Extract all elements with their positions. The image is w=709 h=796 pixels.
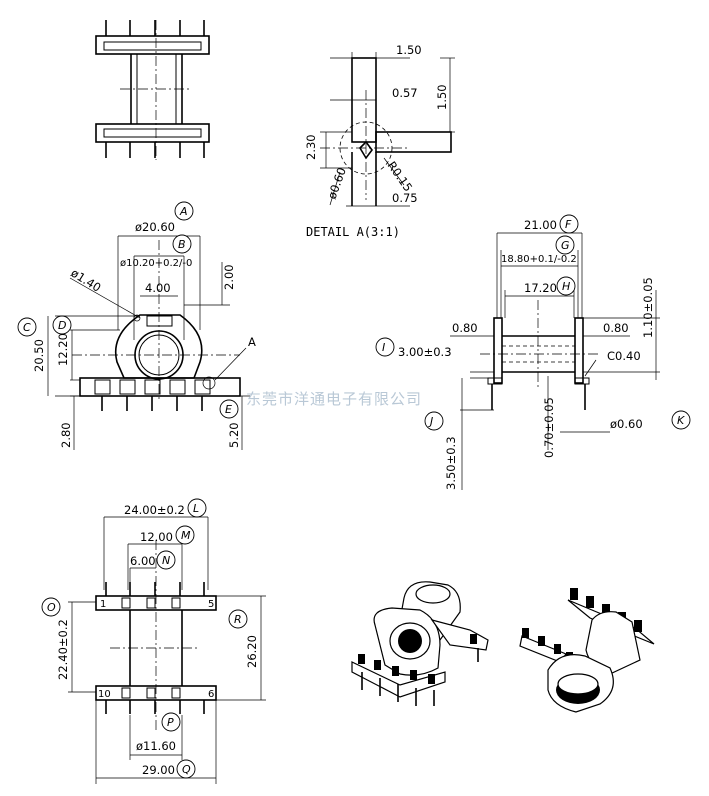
- bubble-d: D: [52, 315, 72, 335]
- bottom-dim-m: 12.00: [140, 530, 173, 544]
- side-dim-f: 21.00: [524, 218, 557, 232]
- front-dim-c: 20.50: [32, 339, 46, 372]
- bubble-o: O: [41, 597, 61, 617]
- detail-dim-height: 1.50: [435, 84, 449, 110]
- isometric-view-rear: [519, 588, 655, 713]
- bottom-dim-o: 22.40±0.2: [56, 619, 70, 680]
- bottom-dim-q: 29.00: [142, 763, 175, 777]
- front-dim-b: ø10.20+0.2/-0: [120, 258, 192, 269]
- front-dim-d: 12.20: [56, 333, 70, 366]
- svg-text:J: J: [428, 415, 433, 428]
- bubble-r: R: [228, 609, 248, 629]
- detail-caption: DETAIL A(3:1): [306, 225, 400, 239]
- detail-a: 1.50 0.57 1.50 2.30 R0.15 ø0.60 0.75 DET…: [304, 43, 455, 239]
- svg-text:N: N: [162, 554, 170, 567]
- bubble-c: C: [17, 317, 37, 337]
- bubble-b: B: [172, 234, 192, 254]
- side-dim-i: 3.00±0.3: [398, 345, 452, 359]
- detail-marker: A: [248, 335, 256, 349]
- svg-text:M: M: [181, 529, 191, 542]
- company-watermark: 东莞市洋通电子有限公司: [246, 390, 422, 408]
- svg-text:B: B: [178, 238, 186, 251]
- isometric-view-front: [351, 581, 489, 706]
- svg-text:Q: Q: [182, 763, 191, 776]
- bubble-g: G: [555, 235, 575, 255]
- front-view: ø20.60 ø10.20+0.2/-0 ø1.40 4.00 2.00 20.…: [32, 220, 256, 450]
- bubble-f: F: [559, 214, 579, 234]
- svg-text:I: I: [382, 341, 385, 354]
- detail-dim-depth: 2.30: [304, 134, 318, 160]
- svg-text:C: C: [23, 321, 31, 334]
- front-dim-pin-hole: ø1.40: [68, 266, 103, 295]
- bubble-h: H: [556, 276, 576, 296]
- side-dim-chamfer: C0.40: [607, 349, 641, 363]
- detail-dim-slot: 0.57: [392, 86, 418, 100]
- bubble-a: A: [174, 201, 194, 221]
- svg-text:F: F: [565, 218, 572, 231]
- pin-label-5: 5: [208, 599, 214, 610]
- svg-text:K: K: [677, 414, 685, 427]
- pin-label-1: 1: [100, 599, 106, 610]
- side-dim-g: 18.80+0.1/-0.2: [501, 254, 577, 265]
- side-dim-0-70: 0.70±0.05: [542, 397, 556, 458]
- bubble-e: E: [219, 399, 239, 419]
- side-dim-j: 3.50±0.3: [444, 436, 458, 490]
- bottom-dim-n: 6.00: [130, 554, 156, 568]
- pin-label-6: 6: [208, 689, 214, 700]
- bubble-p: P: [161, 712, 181, 732]
- svg-text:R: R: [234, 613, 242, 626]
- front-dim-slot: 4.00: [145, 281, 171, 295]
- bottom-dim-p: ø11.60: [136, 739, 176, 753]
- bottom-dim-r: 26.20: [245, 635, 259, 668]
- front-dim-e: 5.20: [227, 422, 241, 448]
- detail-dim-offset: 0.75: [392, 191, 418, 205]
- front-dim-top: 2.00: [222, 264, 236, 290]
- svg-text:D: D: [58, 319, 66, 332]
- side-dim-right-flange: 0.80: [603, 321, 629, 335]
- bottom-dim-l: 24.00±0.2: [124, 503, 185, 517]
- svg-text:A: A: [179, 205, 188, 218]
- svg-text:H: H: [562, 280, 570, 293]
- bubble-n: N: [156, 550, 176, 570]
- side-view: 21.00 18.80+0.1/-0.2 17.20 0.80 0.80 1.1…: [398, 218, 660, 490]
- svg-text:O: O: [47, 601, 56, 614]
- detail-dim-hole: ø0.60: [325, 166, 349, 201]
- bubble-k: K: [671, 410, 691, 430]
- bottom-view: 24.00±0.2 12.00 6.00 22.40±0.2 26.20 ø11…: [56, 503, 266, 784]
- bubble-m: M: [175, 525, 195, 545]
- svg-text:G: G: [561, 239, 570, 252]
- front-dim-base: 2.80: [59, 422, 73, 448]
- side-dim-left-flange: 0.80: [452, 321, 478, 335]
- detail-dim-radius: R0.15: [385, 159, 416, 195]
- detail-dim-width: 1.50: [396, 43, 422, 57]
- front-dim-a: ø20.60: [135, 220, 175, 234]
- side-dim-1-10: 1.10±0.05: [641, 277, 655, 338]
- svg-text:L: L: [193, 502, 199, 515]
- side-dim-k: ø0.60: [610, 417, 643, 431]
- side-dim-h: 17.20: [524, 281, 557, 295]
- bubble-j: J: [424, 411, 444, 431]
- svg-text:P: P: [167, 716, 174, 729]
- bubble-l: L: [187, 498, 207, 518]
- top-view: [95, 20, 210, 160]
- svg-text:E: E: [225, 403, 232, 416]
- pin-label-10: 10: [98, 689, 111, 700]
- bubble-i: I: [375, 337, 395, 357]
- bubble-q: Q: [176, 759, 196, 779]
